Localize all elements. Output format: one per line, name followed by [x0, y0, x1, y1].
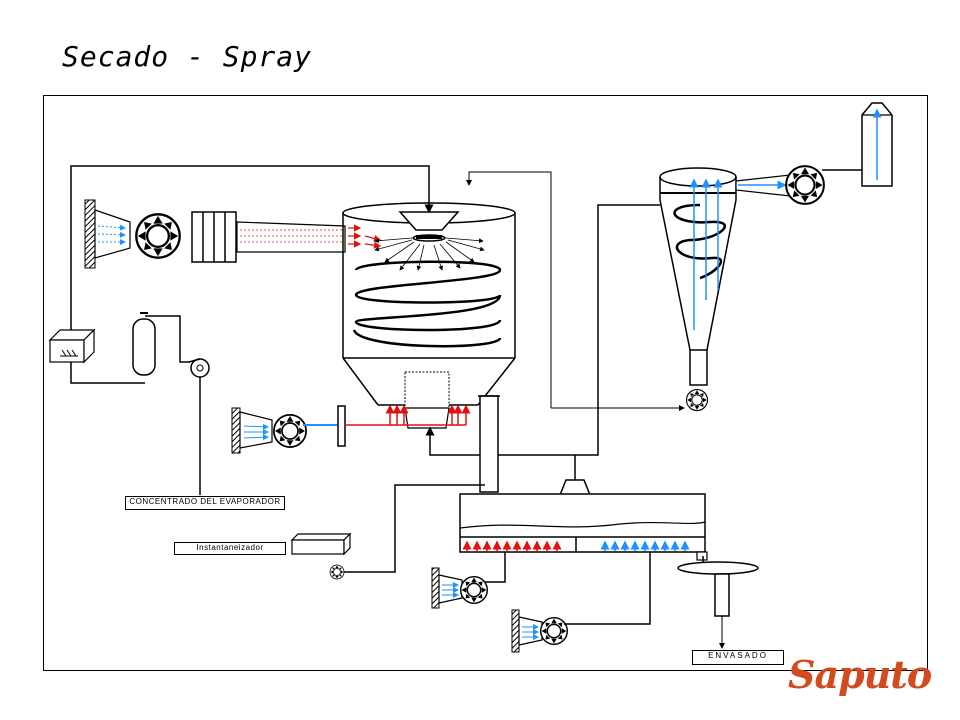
feed-lines — [70, 165, 434, 495]
product-chute — [478, 395, 592, 496]
chimney-icon — [861, 102, 893, 187]
fluidbed-fan-1-icon — [459, 575, 489, 605]
instantizer-label: Instantaneizador — [174, 542, 286, 555]
fluidbed-duct-1 — [438, 574, 463, 604]
secondary-air-duct — [239, 411, 273, 449]
concentrate-label: CONCENTRADO DEL EVAPORADOR — [125, 496, 285, 510]
chamber-bottom-outlet — [404, 371, 450, 429]
inlet-fan-icon — [135, 213, 181, 259]
fluidbed-duct-2 — [518, 616, 543, 646]
exhaust-duct — [735, 174, 791, 197]
packaging-label: ENVASADO — [692, 650, 784, 665]
cyclone-icon — [659, 167, 737, 386]
fluidbed-air-line-1 — [484, 552, 506, 583]
fluidbed-air-arrows-1 — [442, 582, 459, 598]
fluidbed-air-filter-1-icon — [431, 567, 440, 609]
pump-icon — [188, 358, 210, 378]
page-title: Secado - Spray — [62, 40, 313, 73]
heater-icon — [191, 211, 237, 263]
sieve-icon — [677, 556, 759, 649]
exhaust-fan-icon — [785, 165, 825, 205]
fluidbed-fan-2-icon — [539, 616, 569, 646]
saputo-logo: Saputo — [788, 652, 932, 697]
balance-tank-icon — [132, 312, 156, 376]
cyclone-lines — [425, 171, 685, 456]
instantizer-icon — [290, 532, 352, 556]
secondary-fan-icon — [273, 414, 307, 448]
feed-tank-icon — [48, 328, 96, 364]
air-inlet-filter-icon — [84, 199, 96, 269]
air-inlet-duct — [94, 209, 131, 259]
hot-air-duct — [236, 221, 382, 253]
fines-return-line — [343, 484, 485, 573]
spray-nozzle-icon — [374, 211, 485, 271]
fluidbed-air-filter-2-icon — [511, 609, 520, 653]
fluidbed-air-arrows-2 — [522, 624, 539, 640]
secondary-air-filter-icon — [231, 407, 241, 454]
diagram-frame — [43, 95, 928, 671]
hot-air-bottom-lines — [345, 404, 471, 426]
cyclone-rotary-valve-icon — [685, 388, 709, 412]
fluidbed-air-line-2 — [564, 552, 651, 625]
instantizer-pump-icon — [329, 564, 345, 580]
fluid-bed-dryer — [459, 493, 708, 561]
cooler-icon — [337, 405, 346, 447]
